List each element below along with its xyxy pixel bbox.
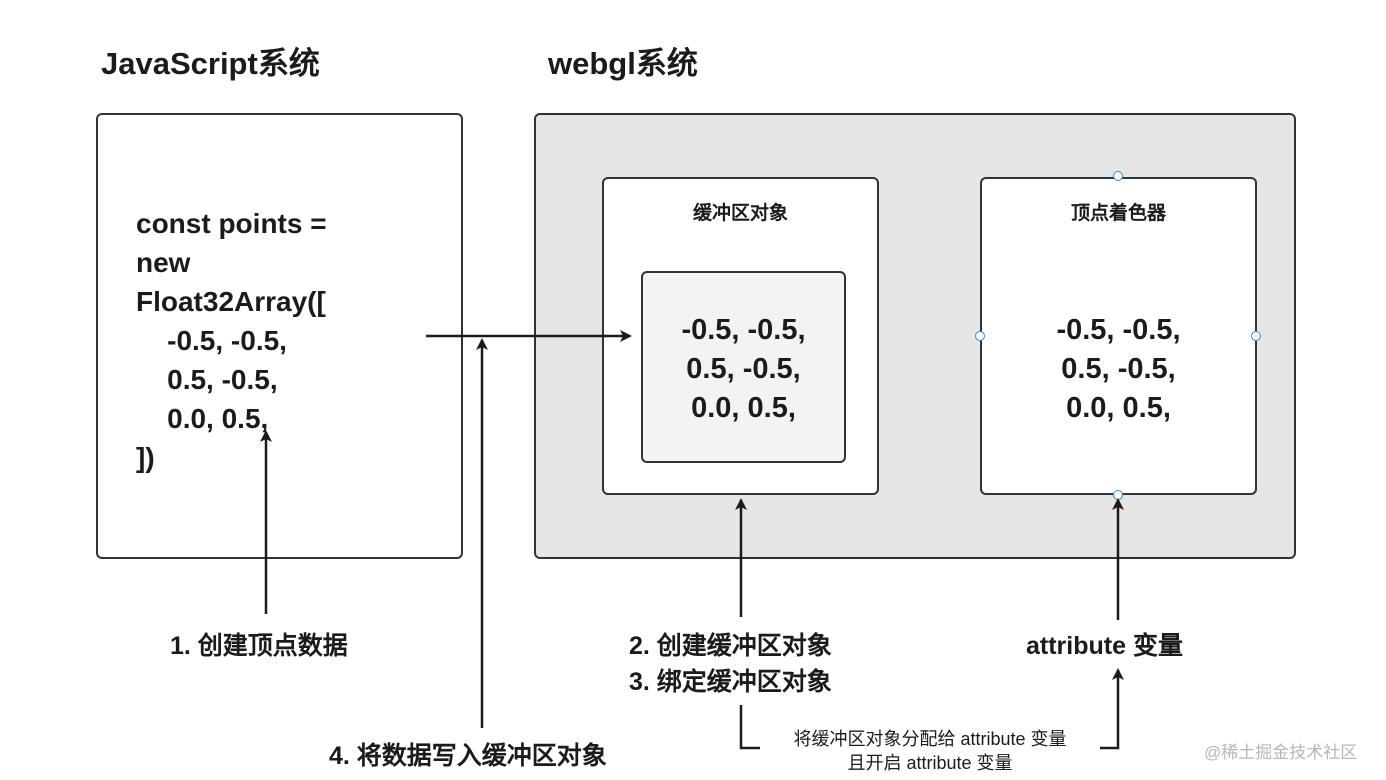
vertex-shader-values: -0.5, -0.5, 0.5, -0.5, 0.0, 0.5, xyxy=(1056,314,1181,424)
resize-handle-left[interactable] xyxy=(975,331,985,341)
step-4-label: 4. 将数据写入缓冲区对象 xyxy=(329,742,607,770)
resize-handle-top[interactable] xyxy=(1113,171,1123,181)
assign-note-line1: 将缓冲区对象分配给 attribute 变量 xyxy=(760,727,1100,751)
js-code: const points = new Float32Array([ -0.5, … xyxy=(136,208,327,473)
buffer-data-box: -0.5, -0.5, 0.5, -0.5, 0.0, 0.5, xyxy=(641,271,846,463)
assign-note-line2: 且开启 attribute 变量 xyxy=(847,753,1013,773)
vertex-shader-box: 顶点着色器 -0.5, -0.5, 0.5, -0.5, 0.0, 0.5, xyxy=(980,177,1257,495)
buffer-object-box: 缓冲区对象 -0.5, -0.5, 0.5, -0.5, 0.0, 0.5, xyxy=(602,177,879,495)
js-system-title: JavaScript系统 xyxy=(101,46,320,81)
step-3-label: 3. 绑定缓冲区对象 xyxy=(629,668,832,696)
watermark: @稀土掘金技术社区 xyxy=(1204,743,1358,762)
webgl-system-title: webgl系统 xyxy=(548,46,698,81)
step-1-label: 1. 创建顶点数据 xyxy=(170,632,348,660)
resize-handle-right[interactable] xyxy=(1251,331,1261,341)
buffer-object-caption: 缓冲区对象 xyxy=(692,203,788,224)
buffer-values: -0.5, -0.5, 0.5, -0.5, 0.0, 0.5, xyxy=(681,314,806,424)
step-2-label: 2. 创建缓冲区对象 xyxy=(629,632,832,660)
js-system-box: const points = new Float32Array([ -0.5, … xyxy=(96,113,463,559)
assign-note: 将缓冲区对象分配给 attribute 变量 且开启 attribute 变量 xyxy=(760,727,1100,775)
attribute-variable-label: attribute 变量 xyxy=(1026,632,1183,660)
vertex-shader-caption: 顶点着色器 xyxy=(1070,203,1166,224)
